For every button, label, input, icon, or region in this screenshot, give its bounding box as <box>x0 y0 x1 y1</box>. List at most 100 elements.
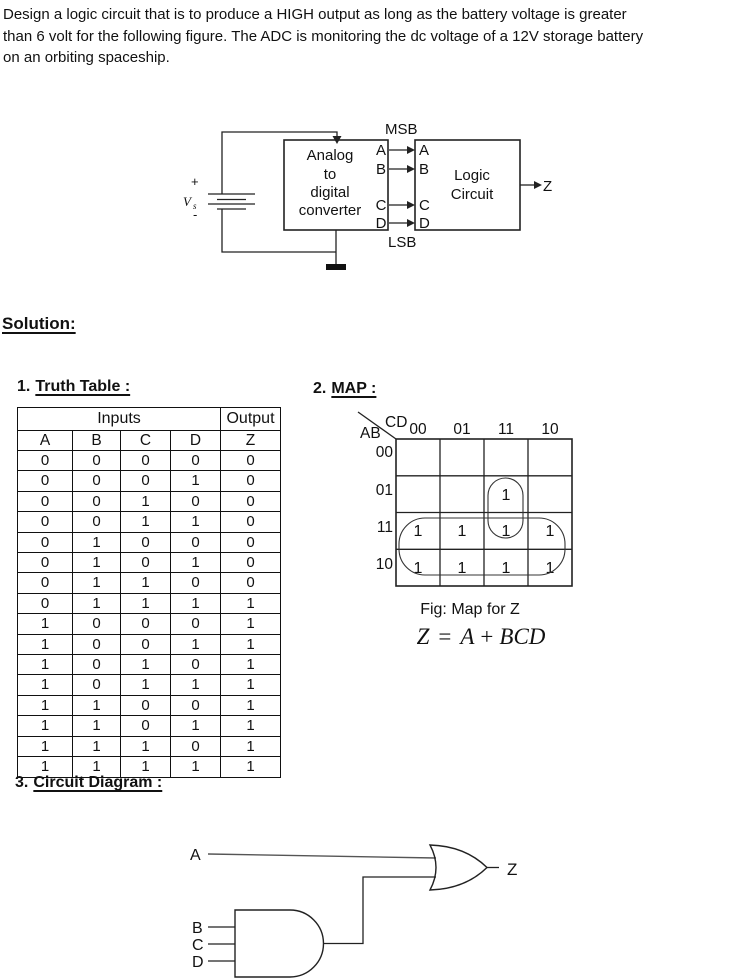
table-cell: 1 <box>17 613 73 635</box>
circuit-input-c-label: C <box>192 937 204 954</box>
circuit-output-z-label: Z <box>507 860 517 879</box>
table-cell: 0 <box>120 449 171 472</box>
table-cell: 0 <box>17 572 73 594</box>
kmap-cell: 1 <box>502 487 511 504</box>
kmap-corner-diagonal <box>357 411 397 440</box>
solution-heading: Solution: <box>2 314 76 334</box>
table-cell: 0 <box>220 511 281 533</box>
adc-box <box>283 139 389 231</box>
logic-box-label: Circuit <box>451 186 494 203</box>
table-cell: 0 <box>220 470 281 492</box>
circuit-diagram-heading: 3.Circuit Diagram : <box>15 774 162 792</box>
table-cell: 1 <box>17 735 73 758</box>
adc-label: digital <box>310 184 349 201</box>
battery-minus-label: - <box>193 207 197 222</box>
table-cell: 0 <box>170 735 221 758</box>
battery-voltage-sub: s <box>193 201 197 211</box>
table-cell: 0 <box>220 449 281 472</box>
gate-circuit-diagram: A B C D Z <box>190 844 517 978</box>
kmap-col-label: 11 <box>498 421 514 438</box>
table-cell: 1 <box>220 633 281 656</box>
table-cell: 1 <box>17 633 73 656</box>
kmap-col-label: 01 <box>453 421 470 438</box>
battery-icon <box>208 193 255 210</box>
output-group-header: Output <box>220 407 281 431</box>
section-number: 2. <box>313 380 327 397</box>
table-cell: 0 <box>72 654 121 676</box>
kmap-cell: 1 <box>458 523 467 540</box>
table-cell: 1 <box>17 756 73 778</box>
table-cell: 0 <box>170 449 221 472</box>
table-cell: 0 <box>72 490 121 513</box>
table-cell: 0 <box>120 470 171 492</box>
logic-input-a: A <box>419 142 429 159</box>
equation-term: BCD <box>499 624 546 649</box>
section-title: MAP : <box>331 380 377 397</box>
table-cell: 1 <box>72 735 121 758</box>
table-cell: 0 <box>17 511 73 533</box>
table-cell: 0 <box>120 633 171 656</box>
table-cell: 0 <box>220 552 281 574</box>
table-cell: 1 <box>120 674 171 696</box>
table-cell: 1 <box>17 674 73 696</box>
kmap-cell: 1 <box>414 523 423 540</box>
table-cell: 0 <box>72 613 121 635</box>
kmap-cell: 1 <box>458 560 467 577</box>
table-cell: 1 <box>72 572 121 594</box>
or-gate-icon <box>428 844 489 891</box>
kmap-caption: Fig: Map for Z <box>420 601 520 618</box>
equation-lhs: Z <box>416 624 430 649</box>
table-cell: 1 <box>220 674 281 696</box>
table-cell: 1 <box>220 654 281 676</box>
kmap-cell: 1 <box>502 523 511 540</box>
table-cell: 1 <box>17 654 73 676</box>
table-cell: 0 <box>72 633 121 656</box>
lsb-label: LSB <box>388 234 416 251</box>
table-cell: 1 <box>170 552 221 574</box>
section-number: 1. <box>17 378 31 395</box>
adc-output-b: B <box>376 161 386 178</box>
table-cell: 0 <box>120 715 171 737</box>
adc-block-diagram: + V s - Analog to digital converter A B … <box>183 121 552 270</box>
table-cell: 1 <box>220 756 281 778</box>
kmap-grid <box>395 438 573 587</box>
kmap-cell: 1 <box>546 560 555 577</box>
table-cell: 1 <box>72 715 121 737</box>
circuit-input-d-label: D <box>192 954 204 971</box>
section-number: 3. <box>15 774 29 791</box>
and-gate-icon <box>234 909 325 978</box>
table-cell: 1 <box>120 511 171 533</box>
table-cell: 0 <box>170 613 221 635</box>
column-header-a: A <box>17 430 73 451</box>
ground-icon <box>326 264 346 270</box>
kmap-cell: 1 <box>502 560 511 577</box>
table-cell: 0 <box>17 552 73 574</box>
kmap-row-label: 11 <box>377 519 393 536</box>
msb-label: MSB <box>385 121 418 138</box>
table-cell: 0 <box>17 449 73 472</box>
table-cell: 0 <box>72 674 121 696</box>
kmap-cell: 1 <box>414 560 423 577</box>
table-cell: 0 <box>170 490 221 513</box>
kmap-row-label: 10 <box>376 556 394 573</box>
kmap-col-label: 00 <box>409 421 427 438</box>
adc-output-d: D <box>376 215 387 232</box>
kmap-group-a <box>398 517 566 576</box>
output-equation: Z=A+BCD <box>345 624 617 650</box>
adc-output-a: A <box>376 142 386 159</box>
logic-input-d: D <box>419 215 430 232</box>
battery-plus-label: + <box>191 174 199 189</box>
table-cell: 1 <box>220 735 281 758</box>
